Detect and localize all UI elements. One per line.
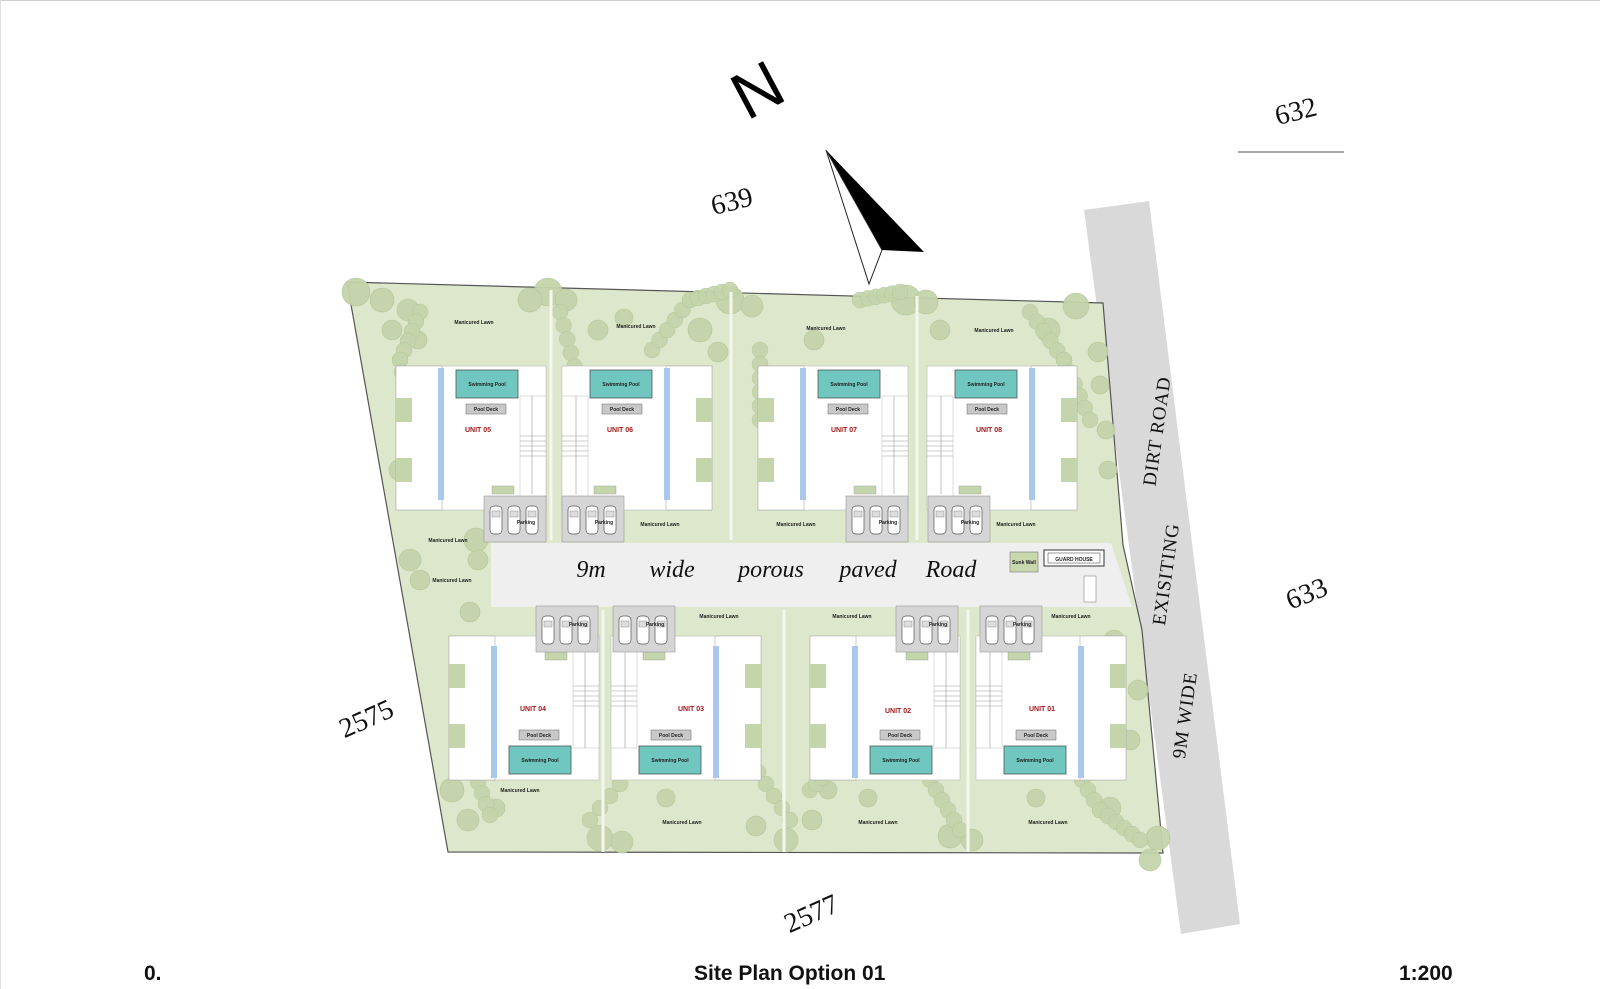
road-word-5: Road xyxy=(925,557,978,583)
svg-text:Manicured Lawn: Manicured Lawn xyxy=(500,788,539,794)
svg-text:Manicured Lawn: Manicured Lawn xyxy=(858,820,897,826)
drawing-number: 0. xyxy=(144,962,162,985)
north-label: N xyxy=(719,46,796,134)
svg-text:Sunk Wall: Sunk Wall xyxy=(1012,560,1036,566)
svg-text:Parking: Parking xyxy=(961,520,979,526)
svg-text:Manicured Lawn: Manicured Lawn xyxy=(432,578,471,584)
svg-text:Manicured Lawn: Manicured Lawn xyxy=(699,614,738,620)
svg-text:Manicured Lawn: Manicured Lawn xyxy=(832,614,871,620)
svg-text:Manicured Lawn: Manicured Lawn xyxy=(616,324,655,330)
svg-text:Parking: Parking xyxy=(929,622,947,628)
svg-text:Manicured Lawn: Manicured Lawn xyxy=(1051,614,1090,620)
unit-05-label: UNIT 05 xyxy=(465,427,491,434)
svg-text:Manicured Lawn: Manicured Lawn xyxy=(1028,820,1067,826)
villa-unit-08: UNIT 08 xyxy=(926,365,1078,511)
unit-07-label: UNIT 07 xyxy=(831,427,857,434)
unit-06-label: UNIT 06 xyxy=(607,427,633,434)
villa-unit-04: UNIT 04 xyxy=(448,635,600,781)
svg-text:Manicured Lawn: Manicured Lawn xyxy=(428,538,467,544)
svg-text:Manicured Lawn: Manicured Lawn xyxy=(662,820,701,826)
svg-text:Manicured Lawn: Manicured Lawn xyxy=(996,522,1035,528)
villa-unit-01: UNIT 01 xyxy=(975,635,1127,781)
north-arrow-icon: N xyxy=(719,46,924,286)
svg-text:GUARD HOUSE: GUARD HOUSE xyxy=(1055,557,1093,563)
villa-unit-07: UNIT 07 xyxy=(757,365,909,511)
existing-dirt-road: DIRT ROAD EXISITING 9M WIDE xyxy=(1084,201,1240,934)
villa-unit-03: UNIT 03 xyxy=(610,635,762,781)
svg-text:Manicured Lawn: Manicured Lawn xyxy=(776,522,815,528)
svg-text:Manicured Lawn: Manicured Lawn xyxy=(974,328,1013,334)
lot-number-northeast: 632 xyxy=(1272,92,1320,132)
unit-01-label: UNIT 01 xyxy=(1029,706,1055,713)
drawing-scale: 1:200 xyxy=(1399,962,1453,985)
svg-text:Parking: Parking xyxy=(646,622,664,628)
road-word-1: 9m xyxy=(576,557,605,583)
svg-text:Parking: Parking xyxy=(517,520,535,526)
guard-house: GUARD HOUSE xyxy=(1043,549,1105,603)
svg-text:Parking: Parking xyxy=(879,520,897,526)
road-word-3: porous xyxy=(736,557,804,583)
lot-number-east: 633 xyxy=(1282,572,1333,616)
unit-03-label: UNIT 03 xyxy=(678,706,704,713)
unit-08-label: UNIT 08 xyxy=(976,427,1002,434)
villa-unit-06: UNIT 06 xyxy=(561,365,713,511)
svg-text:Parking: Parking xyxy=(1013,622,1031,628)
unit-04-label: UNIT 04 xyxy=(520,706,546,713)
unit-02-label: UNIT 02 xyxy=(885,708,911,715)
sunk-wall: Sunk Wall xyxy=(1009,551,1039,573)
villa-unit-02: UNIT 02 xyxy=(809,635,961,781)
road-word-2: wide xyxy=(649,557,695,583)
svg-text:Manicured Lawn: Manicured Lawn xyxy=(454,320,493,326)
lot-number-west: 2575 xyxy=(335,694,399,745)
drawing-title: Site Plan Option 01 xyxy=(694,962,886,985)
villa-unit-05: UNIT 05 xyxy=(395,365,547,511)
road-word-4: paved xyxy=(837,557,897,583)
internal-road: 9m wide porous paved Road xyxy=(491,543,1132,607)
svg-text:Manicured Lawn: Manicured Lawn xyxy=(806,326,845,332)
lot-number-south: 2577 xyxy=(780,889,844,940)
svg-text:Parking: Parking xyxy=(595,520,613,526)
svg-text:Manicured Lawn: Manicured Lawn xyxy=(640,522,679,528)
svg-text:Parking: Parking xyxy=(569,622,587,628)
lot-number-north: 639 xyxy=(708,182,756,222)
